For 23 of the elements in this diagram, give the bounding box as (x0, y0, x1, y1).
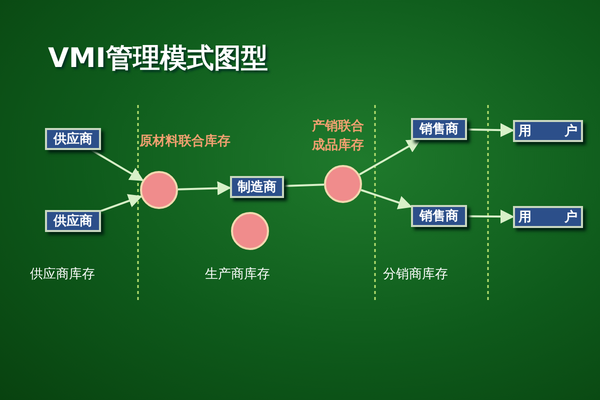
entity-box: 用 户 (513, 120, 583, 142)
arrow (466, 210, 514, 224)
arrow (466, 123, 514, 138)
inventory-circle (324, 165, 362, 203)
arrow (360, 189, 412, 210)
node-caption: 产销联合成品库存 (310, 118, 365, 155)
arrow (91, 149, 144, 182)
inventory-circle (231, 212, 269, 250)
stage-label: 供应商库存 (30, 266, 95, 283)
arrow (100, 194, 142, 212)
inventory-circle (140, 171, 178, 209)
entity-box: 用 户 (513, 206, 583, 228)
entity-box: 销售商 (411, 118, 467, 140)
entity-box: 制造商 (230, 176, 284, 198)
entity-box: 销售商 (411, 205, 467, 227)
title: VMI管理模式图型 (48, 42, 268, 76)
node-caption: 原材料联合库存 (138, 133, 232, 151)
entity-box: 供应商 (45, 210, 101, 232)
entity-box: 供应商 (45, 128, 101, 150)
stage-label: 生产商库存 (205, 266, 270, 283)
stage-label: 分销商库存 (383, 266, 448, 283)
arrow (178, 181, 232, 196)
arrow (358, 139, 422, 176)
